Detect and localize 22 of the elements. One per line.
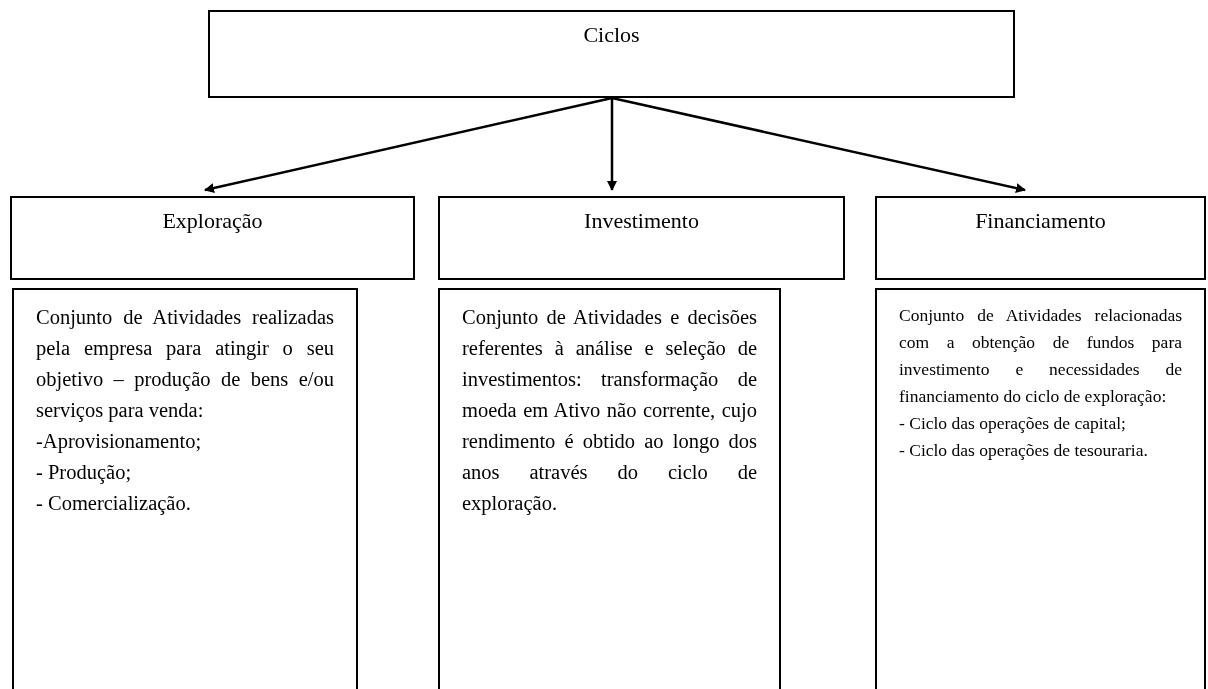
description-text: - Comercialização. xyxy=(36,491,192,517)
box-title: Exploração xyxy=(162,207,263,235)
description-box xyxy=(875,288,1206,689)
arrow xyxy=(204,96,613,193)
box-title: Financiamento xyxy=(975,207,1106,235)
description-text: - Produção; xyxy=(36,460,133,486)
description-text: Conjunto de Atividades realizadas pela empresa para atingir o seu objetivo – produção de bens e/ou serviços para venda: xyxy=(36,305,334,424)
title-box xyxy=(438,196,845,280)
title-box xyxy=(875,196,1206,280)
box-title: Investimento xyxy=(584,207,699,235)
arrow xyxy=(611,96,1026,193)
box-title: Ciclos xyxy=(583,21,640,49)
arrow xyxy=(607,98,617,191)
description-text: -Aprovisionamento; xyxy=(36,429,203,455)
title-box xyxy=(10,196,415,280)
description-text: Conjunto de Atividades e decisões referentes à análise e seleção de investimentos: transformação de moeda em Ativo não corrente, cujo rendimento é obtido ao longo dos anos através do ciclo de exploração. xyxy=(462,305,757,517)
description-box xyxy=(438,288,781,689)
title-box xyxy=(208,10,1015,98)
description-text: - Ciclo das operações de tesouraria. xyxy=(899,439,1149,462)
description-text: Conjunto de Atividades relacionadas com a obtenção de fundos para investimento e necessidades de financiamento do ciclo de exploração: xyxy=(899,304,1182,408)
description-text: - Ciclo das operações de capital; xyxy=(899,412,1127,435)
description-box xyxy=(12,288,358,689)
